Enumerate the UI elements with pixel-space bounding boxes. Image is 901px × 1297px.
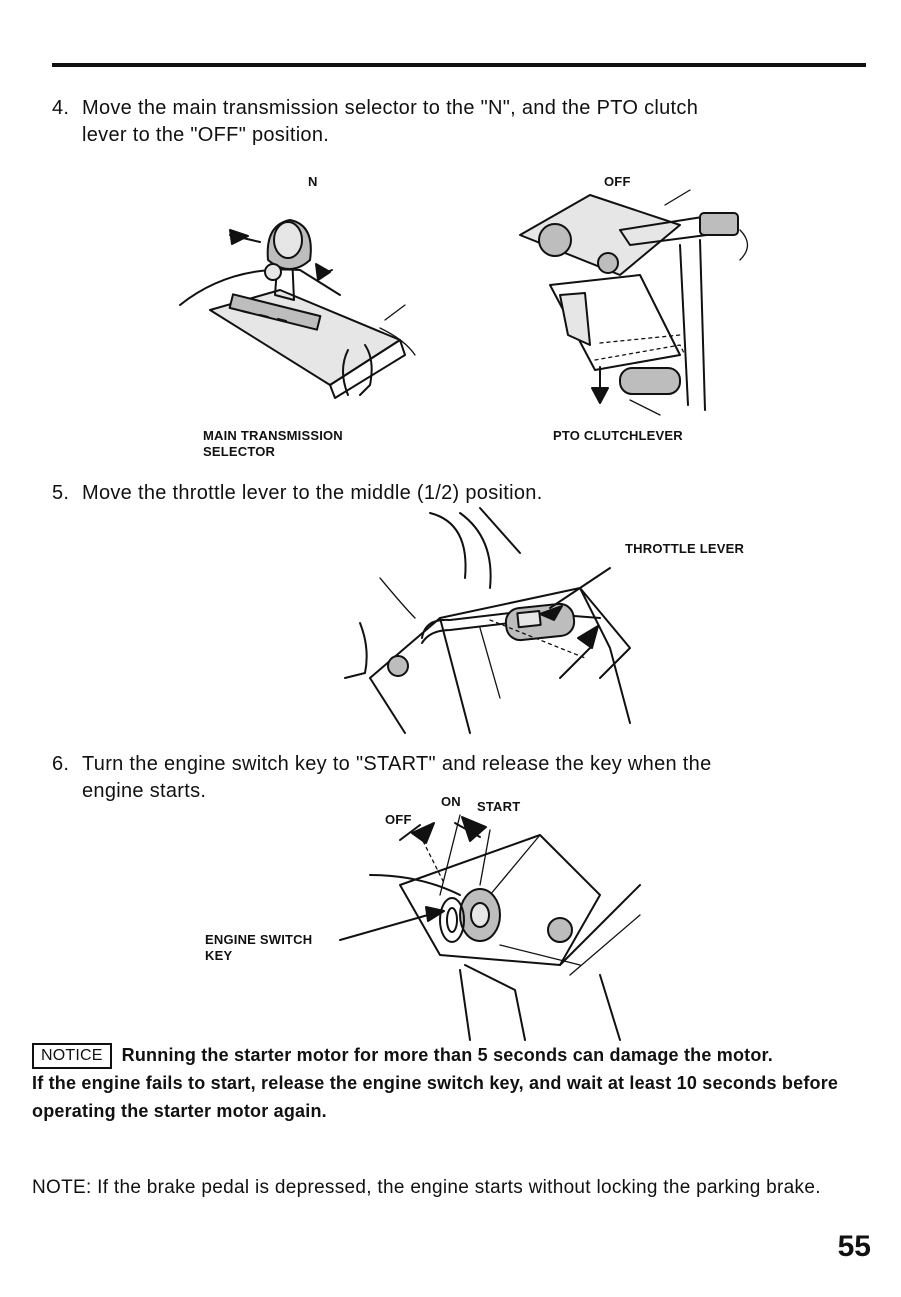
transmission-label: MAIN TRANSMISSION SELECTOR: [203, 428, 343, 460]
position-label-off: OFF: [604, 174, 631, 189]
switch-key-label-line2: KEY: [205, 948, 233, 963]
notice-paragraph-1: NOTICE Running the starter motor for more…: [32, 1041, 882, 1069]
notice-text-1: Running the starter motor for more than …: [121, 1045, 773, 1065]
position-label-n: N: [308, 174, 318, 189]
step-text-line1: Move the throttle lever to the middle (1…: [82, 482, 543, 504]
pto-clutch-illustration: [519, 189, 749, 416]
throttle-lever-illustration: [344, 507, 631, 734]
switch-on-label: ON: [441, 794, 461, 809]
notice-block: NOTICE Running the starter motor for more…: [32, 1041, 882, 1125]
switch-start-label: START: [477, 799, 521, 814]
engine-switch-illustration: [339, 814, 641, 1041]
switch-off-label: OFF: [385, 812, 412, 827]
transmission-label-line2: SELECTOR: [203, 444, 276, 459]
step-number: 4.: [52, 97, 70, 119]
step-text-line1: Turn the engine switch key to "START" an…: [82, 753, 712, 775]
step-text-line2: lever to the "OFF" position.: [82, 124, 330, 146]
header-rule: [52, 63, 866, 67]
pto-label: PTO CLUTCHLEVER: [553, 428, 683, 443]
note-text: NOTE: If the brake pedal is depressed, t…: [32, 1177, 821, 1198]
notice-text-2: If the engine fails to start, release th…: [32, 1073, 839, 1121]
step-number: 6.: [52, 753, 70, 775]
step-6: 6. Turn the engine switch key to "START"…: [52, 752, 882, 804]
page-number: 55: [837, 1230, 871, 1263]
transmission-selector-illustration: [179, 219, 416, 399]
switch-key-label: ENGINE SWITCH KEY: [205, 932, 312, 964]
notice-badge: NOTICE: [32, 1043, 112, 1069]
step-number: 5.: [52, 482, 70, 504]
transmission-label-line1: MAIN TRANSMISSION: [203, 428, 343, 443]
switch-key-label-line1: ENGINE SWITCH: [205, 932, 313, 947]
step-5: 5. Move the throttle lever to the middle…: [52, 481, 882, 507]
step-text-line2: engine starts.: [82, 780, 207, 802]
throttle-label: THROTTLE LEVER: [625, 541, 745, 556]
step-text-line1: Move the main transmission selector to t…: [82, 97, 699, 119]
step-4: 4. Move the main transmission selector t…: [52, 96, 882, 148]
